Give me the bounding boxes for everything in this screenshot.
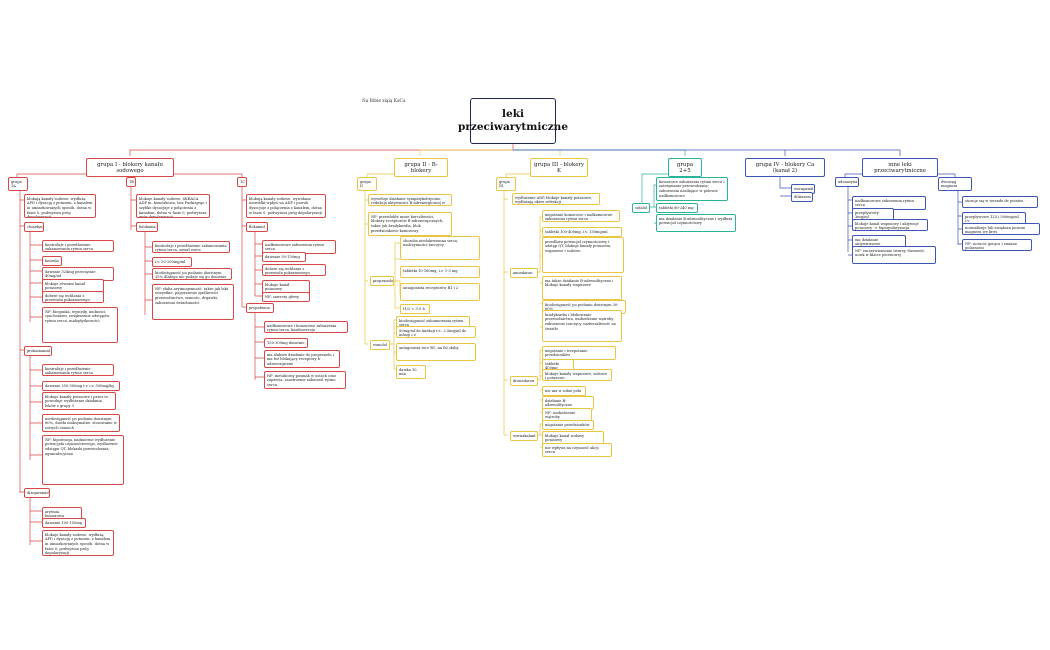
node-diltiazem[interactable]: diltiazem [791,192,813,202]
node-flekainid-2: dawanie 50-150mg [262,252,306,262]
root-node[interactable]: leki przeciwarytmiczne [458,98,568,144]
node-magnez[interactable]: dwuwęg magnezu [938,177,972,192]
node-adenozyna-5: NF: zaczerwienienie twarzy, duszność, uc… [852,246,936,264]
node-magnez-3: normalizuje lub zwiększa poziom magnezu … [962,223,1040,235]
node-prokainamid-1: kontroluje i przedłużenie zahamowania ry… [42,364,114,376]
node-esmolol-3: antagonista recr B1, na B2 słaby [396,343,476,361]
node-lidokaina-3: biodostępność po podaniu doustnym 35% dl… [152,268,232,280]
category-inne[interactable]: inne leki przeciwarytmiczne [862,158,938,177]
node-grupa-1a[interactable]: grupa 1A [8,177,28,192]
node-magnez-1: stosuje się w torsade de pointes [962,196,1038,208]
node-esmolol[interactable]: esmolol [370,340,390,350]
node-amiodaron-2: tabletki 100-400mg, i.v. 150mg/ml [542,227,622,237]
node-dronedaron-6: NF: uszkodzenie wątroby [542,408,592,423]
node-lidokaina-2: i.v. 50-200mg/ml [152,257,192,267]
node-adenozyna-1: nadkomorowe zaburzenia rytmu serca [852,196,926,211]
node-propranolol-2: tabletki 10-160mg, i.v. 1-3 mg [400,266,480,278]
category-grupa-2-5[interactable]: grupa 2+5 [668,158,702,177]
node-wernakalant[interactable]: wernakalant [510,431,538,441]
node-grupa-ii[interactable]: grupa II [357,177,377,192]
node-g3-desc: wydłużenie ADP, blokuje kanały potasowe,… [512,193,600,205]
node-sotalol[interactable]: sotalol [632,203,650,213]
node-dizopiramid-2: dawanie 100-150mg [42,518,86,528]
node-grupa-1b[interactable]: 1B [126,177,136,187]
node-sotalol-1: komorowe zaburzenia rytmu serca i zatrzy… [656,177,728,201]
node-flekainid-3: dobrze się wchłania z przewodu pokarmowe… [262,264,326,276]
category-grupa-1[interactable]: grupa I - blokery kanału sodowego [86,158,174,177]
node-adenozyna[interactable]: adenozyna [835,177,859,187]
node-sotalol-2: tabletki 80-240 mg [656,203,698,213]
node-g2-desc-a: wywołuje działanie sympatykolityczne, re… [368,194,452,206]
node-propafenon-1: nadkomorowe i komorowe zaburzenia rytmu … [264,321,348,333]
node-amiodaron-3: przedłuża potencjał czynnościowy i odstę… [542,237,624,273]
author-note: Na Bibie ziąią KaCa [362,99,406,104]
node-chinidyna-6: NF: biegunka, trymedy, nudności, cynchon… [42,307,118,343]
node-esmolol-2: 50mg/ml do iniekcji i.v., 2,5mg/ml do in… [396,326,476,338]
node-lidokaina-1: kontroluje i przedłużenie zahamowania ry… [152,241,230,253]
node-flekainid-5: NF: zawroty głowy [262,292,310,302]
node-wernakalant-1: migotanie przedsionków [542,420,594,430]
node-dizopiramid[interactable]: dizopiramid [24,488,50,498]
node-dronedaron-3: blokuje kanały wapniowe, sodowe i potaso… [542,369,612,381]
node-lidokaina[interactable]: lidokaina [136,222,158,232]
node-prokainamid[interactable]: prokainamid [24,346,52,356]
node-wernakalant-3: nie wpływa na czynność akcji serca [542,443,612,458]
category-grupa-2[interactable]: grupa II - B-blokery [394,158,448,177]
node-dizopiramid-3: blokuje kanały sodowe, wydłużą APD i dyz… [42,530,114,556]
node-lidokaina-4: NF: słaba arytmogenność, także jak leki … [152,284,234,320]
node-amiodaron[interactable]: amiodaron [510,268,538,278]
node-sotalol-3: ma działanie B-adrenolityczne i wydłuża … [656,214,736,232]
node-prokainamid-5: NF: hipotensja, nadmierne wydłużenie pot… [42,435,124,485]
node-dronedaron-4: nie ma w sobie jodu [542,386,586,396]
node-dronedaron-1: migotanie i trzepotanie przedsionków [542,346,616,361]
node-flekainid-4: blokuje kanał potasowy [262,280,310,295]
node-dronedaron[interactable]: dronedaron [510,376,538,386]
node-propranolol[interactable]: propranolol [370,276,394,286]
node-grupa-iii[interactable]: grupa III [496,177,516,192]
node-adenozyna-3: blokuje kanał wapniowy i aktywuje potaso… [852,219,928,231]
node-amiodaron-6: bradykardia i blokowanie przewodnictwa, … [542,310,622,342]
node-propranolol-3: antagonista receptorów B1 i 2 [400,283,480,301]
node-flekainid[interactable]: flekainid [246,222,268,232]
node-grupa-1c[interactable]: 1C [237,177,247,187]
node-propranolol-4: t1/2 = 3-5 h [400,304,430,314]
node-chinidyna-1: kontroluje i przedłużenie zahamowania ry… [42,240,114,252]
category-grupa-3[interactable]: grupa III - blokery K [530,158,588,177]
node-flekainid-1: nadkomorowe zaburzenia rytmu serca [262,240,336,255]
node-1a-desc: blokują kanały sodowe, wydłużą APD i dyz… [24,194,96,218]
node-prokainamid-4: niedostępność po podaniu doustnym 80%, d… [42,414,120,432]
node-amiodaron-1: migotanie komorowe i nadkomorowe zaburze… [542,210,620,222]
node-chinidyna[interactable]: chinidyna [24,222,44,232]
node-1b-desc: blokuje kanały sodowe, SKRACA ADP m. kom… [136,194,210,218]
node-amiodaron-4: ma także działanie B-adrenolityczne i bl… [542,276,622,300]
node-propafenon[interactable]: propafenon [246,303,274,313]
node-magnez-4: NF: uczucie gorąca i zmiana polarności [962,239,1032,251]
category-grupa-4[interactable]: grupa IV - blokery Ca (kanał 2) [745,158,825,177]
node-propranolol-1: choroba niedokrwienna serca, nadczynnośc… [400,236,480,260]
node-propafenon-2: 150-300mg doustnie [264,338,308,348]
node-prokainamid-2: dawanie 250-500mg i.v. i.v. 500mg/kg [42,381,120,391]
node-chinidyna-5: dobrze się wchłania z przewodu pokarmowe… [42,291,104,303]
node-chinidyna-2: koszula [42,256,62,266]
node-propafenon-4: NF: metaliczny posmak w ustach oraz zapa… [264,371,346,389]
node-1c-desc: blokują kanały sodowe, wywołana niewielk… [246,194,326,218]
node-prokainamid-3: blokuje kanały potasowe i przez to powod… [42,392,116,410]
node-propafenon-3: ma słabsze działanie do propranolu i ma … [264,350,340,368]
node-esmolol-4: dawka 10 min [396,365,426,380]
node-g2-desc-b: NF: przewlekłe może kurczliwości, bloker… [368,212,452,236]
